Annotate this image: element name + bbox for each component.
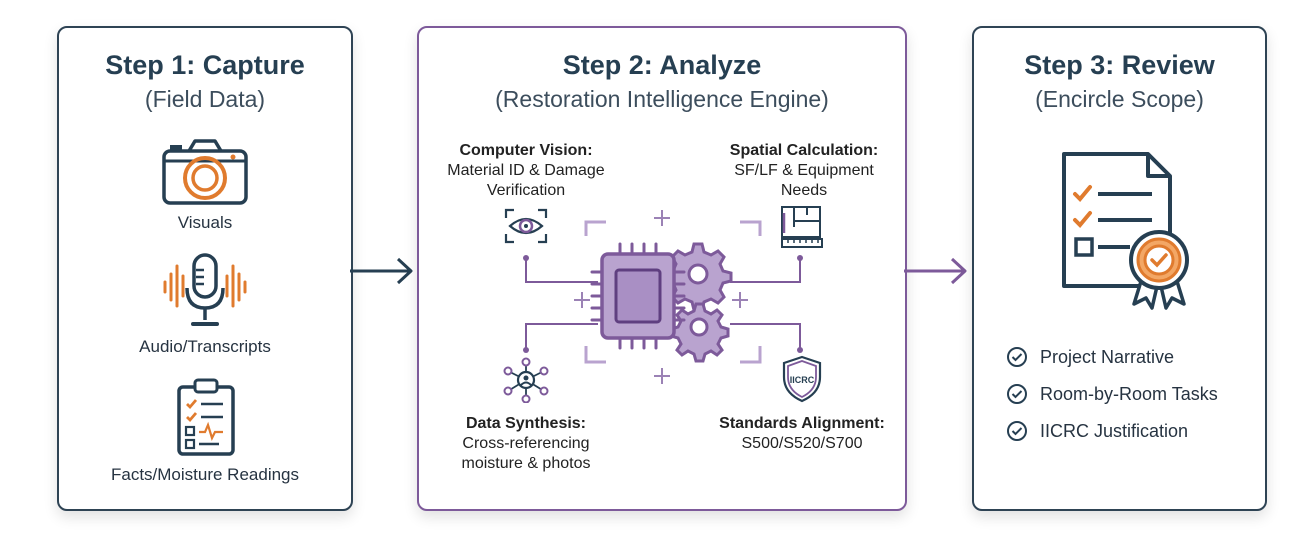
feature-heading: Standards Alignment: <box>719 415 885 432</box>
step1-title: Step 1: Capture <box>105 50 305 80</box>
iicrc-badge-text: IICRC <box>790 375 815 385</box>
feature-line: moisture & photos <box>461 455 591 472</box>
visuals-label: Visuals <box>177 213 233 232</box>
checklist-label: Project Narrative <box>1040 346 1175 367</box>
checklist-item: Project Narrative <box>1006 344 1174 370</box>
feature-computer-vision: Computer Vision: Material ID & Damage Ve… <box>416 141 636 201</box>
feature-line: Material ID & Damage <box>447 162 605 179</box>
checklist-item: IICRC Justification <box>1006 418 1188 444</box>
step3-title: Step 3: Review <box>1024 50 1215 80</box>
document-certificate-icon <box>1062 152 1189 310</box>
step1-subtitle: (Field Data) <box>144 86 266 112</box>
check-circle-icon <box>1007 384 1027 404</box>
network-icon <box>503 357 549 403</box>
feature-spatial-calculation: Spatial Calculation: SF/LF & Equipment N… <box>694 141 914 201</box>
blueprint-icon <box>781 206 823 248</box>
feature-line: Needs <box>780 182 828 199</box>
feature-data-synthesis: Data Synthesis: Cross-referencing moistu… <box>416 414 636 474</box>
step3-subtitle: (Encircle Scope) <box>1035 86 1204 112</box>
arrow-step1-to-step2 <box>350 257 413 285</box>
facts-moisture-label: Facts/Moisture Readings <box>110 465 300 484</box>
feature-line: Cross-referencing <box>462 435 590 452</box>
clipboard-icon <box>177 378 235 456</box>
arrow-step2-to-step3 <box>904 257 967 285</box>
step2-title: Step 2: Analyze <box>562 50 762 80</box>
checklist-label: Room-by-Room Tasks <box>1040 383 1218 404</box>
feature-line: S500/S520/S700 <box>741 435 863 452</box>
check-circle-icon <box>1007 347 1027 367</box>
microphone-icon <box>163 253 247 326</box>
checklist-label: IICRC Justification <box>1040 420 1189 441</box>
feature-line: SF/LF & Equipment <box>734 162 874 179</box>
checklist-item: Room-by-Room Tasks <box>1006 381 1218 407</box>
feature-standards-alignment: Standards Alignment: S500/S520/S700 <box>692 414 912 454</box>
feature-heading: Spatial Calculation: <box>729 142 879 159</box>
check-circle-icon <box>1007 421 1027 441</box>
step2-subtitle: (Restoration Intelligence Engine) <box>495 86 829 112</box>
shield-icon: IICRC <box>782 355 822 403</box>
audio-transcripts-label: Audio/Transcripts <box>139 337 271 356</box>
feature-heading: Data Synthesis: <box>465 415 587 432</box>
camera-icon <box>162 139 248 205</box>
eye-icon <box>504 208 548 244</box>
engine-diagram <box>523 210 803 384</box>
feature-line: Verification <box>486 182 566 199</box>
feature-heading: Computer Vision: <box>459 142 593 159</box>
